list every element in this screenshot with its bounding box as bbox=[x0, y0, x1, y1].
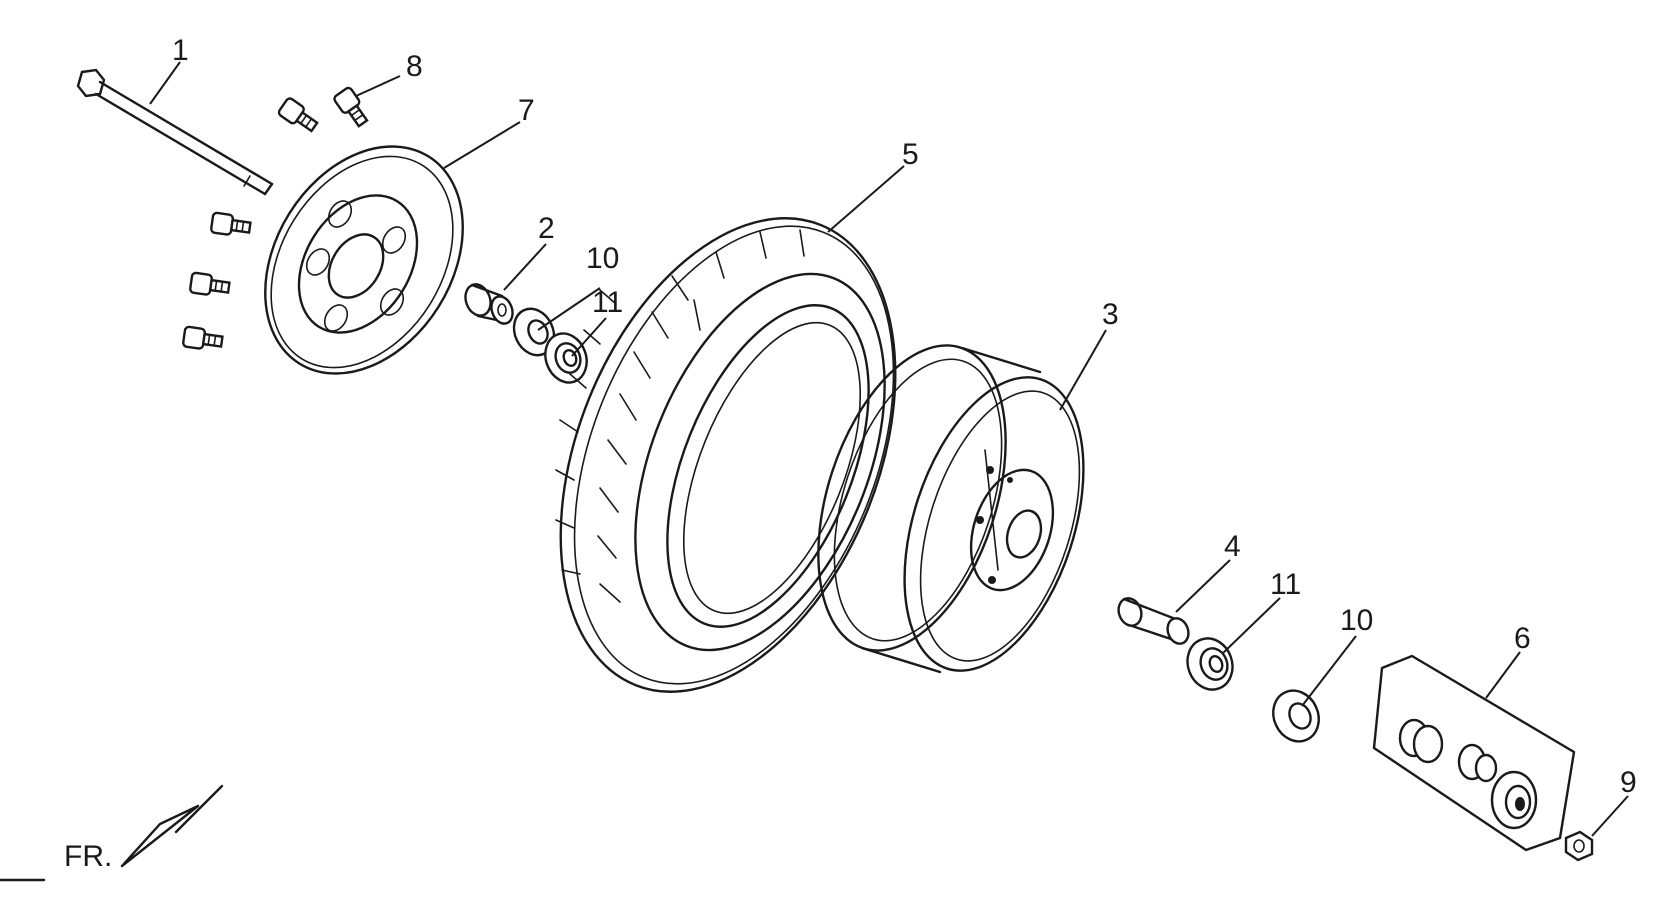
callout-10-right: 10 bbox=[1340, 604, 1373, 637]
callout-8: 8 bbox=[406, 50, 423, 83]
right-oil-seal bbox=[1272, 689, 1320, 743]
brake-disc bbox=[264, 145, 464, 375]
leader-lines bbox=[149, 61, 1629, 837]
callout-9: 9 bbox=[1620, 766, 1637, 799]
tire bbox=[555, 217, 897, 693]
callout-6: 6 bbox=[1514, 622, 1531, 655]
direction-arrow-icon bbox=[120, 804, 200, 868]
callout-7: 7 bbox=[518, 94, 535, 127]
wheel-rim bbox=[817, 344, 1085, 674]
callout-numbers: 1 2 3 4 5 6 7 8 9 10 10 11 11 bbox=[172, 34, 1637, 799]
left-spacer bbox=[464, 283, 514, 325]
left-oil-seal bbox=[512, 307, 556, 357]
callout-1: 1 bbox=[172, 34, 189, 67]
axle-nut bbox=[1564, 830, 1594, 862]
callout-5: 5 bbox=[902, 138, 919, 171]
disc-bolts bbox=[182, 86, 369, 350]
callout-11-left: 11 bbox=[592, 286, 623, 319]
speedometer-gear-box bbox=[1372, 654, 1576, 852]
callout-10-left: 10 bbox=[586, 242, 619, 275]
right-spacer bbox=[1117, 597, 1190, 645]
callout-3: 3 bbox=[1102, 298, 1119, 331]
left-bearing bbox=[544, 332, 588, 384]
axle-bolt bbox=[76, 68, 274, 196]
right-bearing bbox=[1186, 637, 1234, 691]
front-direction-label: FR. bbox=[64, 840, 112, 873]
callout-4: 4 bbox=[1224, 530, 1241, 563]
front-direction-indicator: FR. bbox=[0, 784, 224, 882]
callout-2: 2 bbox=[538, 212, 555, 245]
callout-11-right: 11 bbox=[1270, 568, 1301, 601]
